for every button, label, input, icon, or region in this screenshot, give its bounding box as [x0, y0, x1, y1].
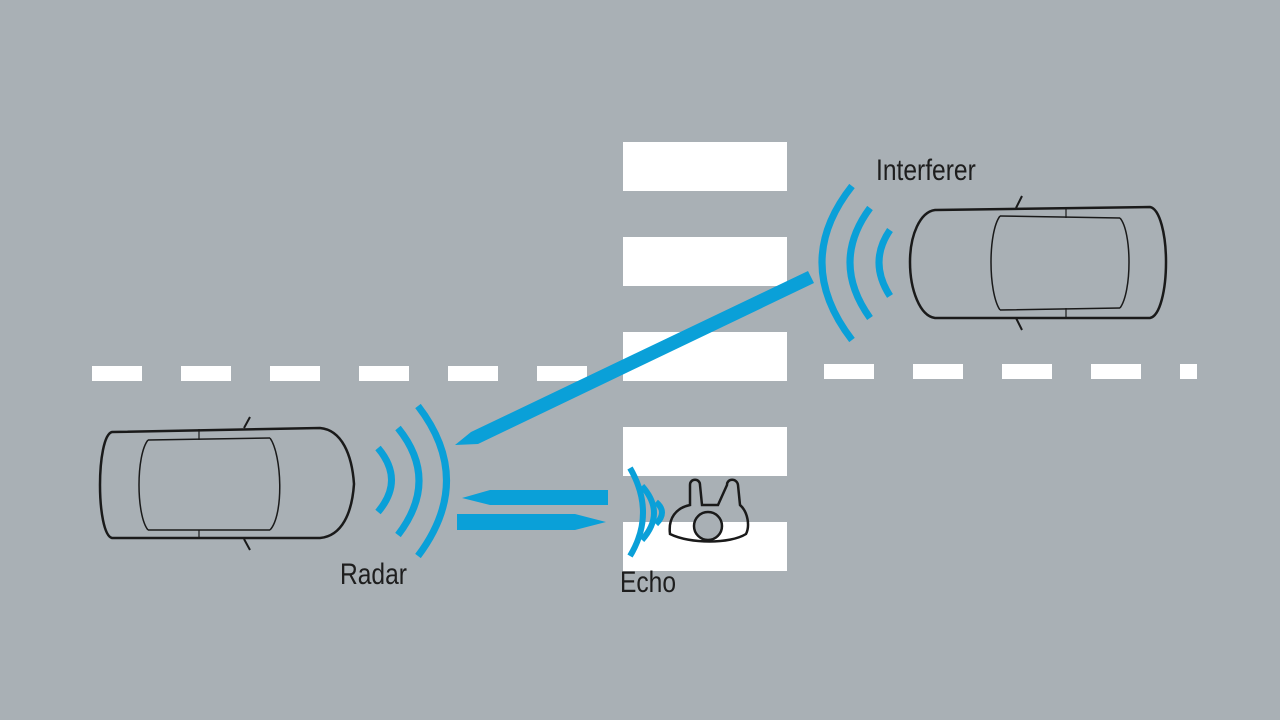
echo-waves: [627, 466, 665, 558]
crosswalk-stripe: [623, 427, 787, 476]
radar-wave-large: [415, 403, 450, 559]
car-windshield: [990, 215, 1001, 311]
echo-wave-small: [653, 499, 665, 527]
interferer-waves: [818, 183, 893, 343]
interferer-wave-large: [818, 183, 855, 343]
car-side-mirror: [243, 416, 251, 551]
radar-transmit-arrow: [457, 514, 606, 530]
car-roof: [999, 215, 1121, 311]
interferer-wave-small: [875, 228, 893, 298]
car-body: [908, 205, 1168, 320]
interferer-label: Interferer: [876, 153, 976, 187]
radar-wave-medium: [395, 425, 423, 538]
radar-label: Radar: [340, 557, 407, 591]
pedestrian-head: [692, 510, 724, 542]
car-body: [98, 426, 356, 540]
interferer-car: [908, 195, 1168, 331]
pedestrian-body: [668, 478, 750, 543]
lane-dash: [181, 366, 231, 381]
echo-return-arrow: [462, 490, 608, 505]
car-roof: [147, 437, 271, 531]
lane-dash: [92, 366, 142, 381]
lane-dash: [824, 364, 874, 379]
crosswalk-stripe: [623, 142, 787, 191]
echo-wave-medium: [639, 484, 657, 542]
radar-waves: [375, 403, 450, 559]
crosswalk-stripe: [623, 237, 787, 286]
lane-dash: [270, 366, 320, 381]
lane-dash: [1091, 364, 1141, 379]
echo-wave-large: [627, 466, 646, 558]
lane-dash: [913, 364, 963, 379]
lane-dash: [359, 366, 409, 381]
pedestrian: [668, 478, 750, 543]
crosswalk: [623, 142, 787, 571]
car-rear-window: [138, 439, 149, 531]
radar-car: [98, 416, 356, 551]
lane-dash: [448, 366, 498, 381]
car-side-mirror: [1015, 195, 1023, 331]
interferer-wave-medium: [846, 205, 873, 321]
lane-dash: [1002, 364, 1052, 379]
lane-divider: [92, 364, 1197, 381]
lane-dash: [537, 366, 587, 381]
interference-beam: [455, 271, 814, 445]
radar-wave-small: [375, 445, 395, 515]
lane-dash: [1180, 364, 1197, 379]
car-rear-window: [1119, 217, 1130, 309]
car-windshield: [269, 437, 281, 531]
echo-label: Echo: [620, 565, 676, 599]
